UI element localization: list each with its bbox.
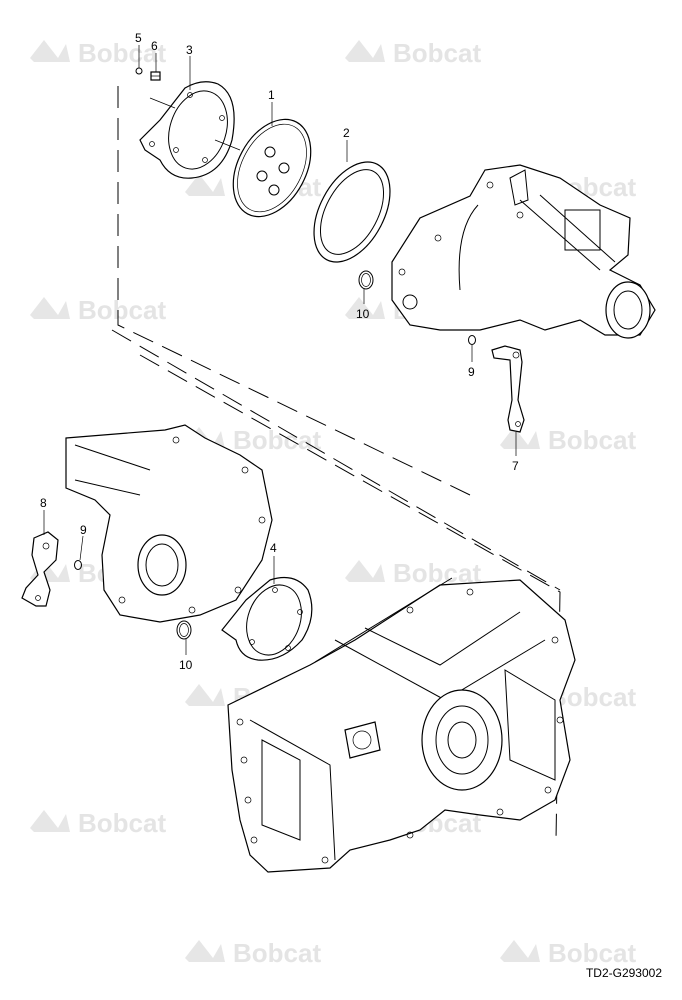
bobcat-logo-icon	[30, 810, 70, 832]
callout-9-lower: 9	[80, 523, 87, 537]
lower-left-housing	[65, 424, 273, 623]
watermark-text: Bobcat	[78, 808, 166, 838]
bobcat-logo-icon	[30, 40, 70, 62]
part-5-ball	[135, 67, 143, 75]
bobcat-logo-icon	[185, 174, 225, 196]
watermark-logo: Bobcat	[185, 938, 321, 968]
callout-10-upper: 10	[356, 307, 370, 321]
callout-3: 3	[186, 43, 193, 57]
leader-lines	[43, 45, 517, 655]
part-10-snap-ring-upper	[358, 270, 374, 290]
watermark-logo: Bobcat	[345, 38, 481, 68]
main-transmission-housing	[227, 577, 576, 873]
part-9-oring-upper	[468, 335, 476, 345]
watermark-text: Bobcat	[233, 938, 321, 968]
bobcat-logo-icon	[500, 940, 540, 962]
callout-2: 2	[343, 126, 350, 140]
part-3-plate	[139, 81, 235, 179]
part-7-lever	[491, 345, 525, 433]
part-2-ring-plate	[313, 161, 391, 263]
watermark-text: Bobcat	[78, 295, 166, 325]
watermark-text: Bobcat	[548, 425, 636, 455]
callout-1: 1	[268, 88, 275, 102]
upper-right-housing	[391, 164, 656, 339]
drawing-code: TD2-G293002	[585, 966, 662, 980]
callout-labels: 5 6 3 1 2 10 9 7 8 9 4 10	[40, 31, 519, 672]
part-8-lever	[21, 531, 59, 607]
callout-7: 7	[512, 459, 519, 473]
watermark-text: Bobcat	[233, 425, 321, 455]
callout-4: 4	[270, 541, 277, 555]
watermark-text: Bobcat	[548, 938, 636, 968]
callout-10-lower: 10	[179, 658, 193, 672]
watermark-logo: Bobcat	[500, 938, 636, 968]
callout-6: 6	[151, 39, 158, 53]
part-6-plug	[150, 71, 161, 81]
watermark-text: Bobcat	[78, 38, 166, 68]
callout-9-upper: 9	[468, 365, 475, 379]
watermark-logo: Bobcat	[30, 808, 166, 838]
callout-8: 8	[40, 496, 47, 510]
bobcat-logo-icon	[345, 560, 385, 582]
bobcat-logo-icon	[185, 940, 225, 962]
watermark-logo: Bobcat	[30, 38, 166, 68]
watermark-text: Bobcat	[393, 38, 481, 68]
bobcat-logo-icon	[30, 297, 70, 319]
part-10-snap-ring-lower	[176, 620, 192, 640]
bobcat-logo-icon	[345, 40, 385, 62]
watermark-logo: Bobcat	[30, 295, 166, 325]
part-9-oring-lower	[74, 560, 82, 570]
callout-5: 5	[135, 31, 142, 45]
watermark-logo: Bobcat	[500, 425, 636, 455]
bobcat-logo-icon	[500, 427, 540, 449]
bobcat-logo-icon	[345, 297, 385, 319]
bobcat-logo-icon	[185, 684, 225, 706]
part-4-plate	[221, 577, 313, 661]
part-1-friction-disc	[214, 118, 312, 218]
